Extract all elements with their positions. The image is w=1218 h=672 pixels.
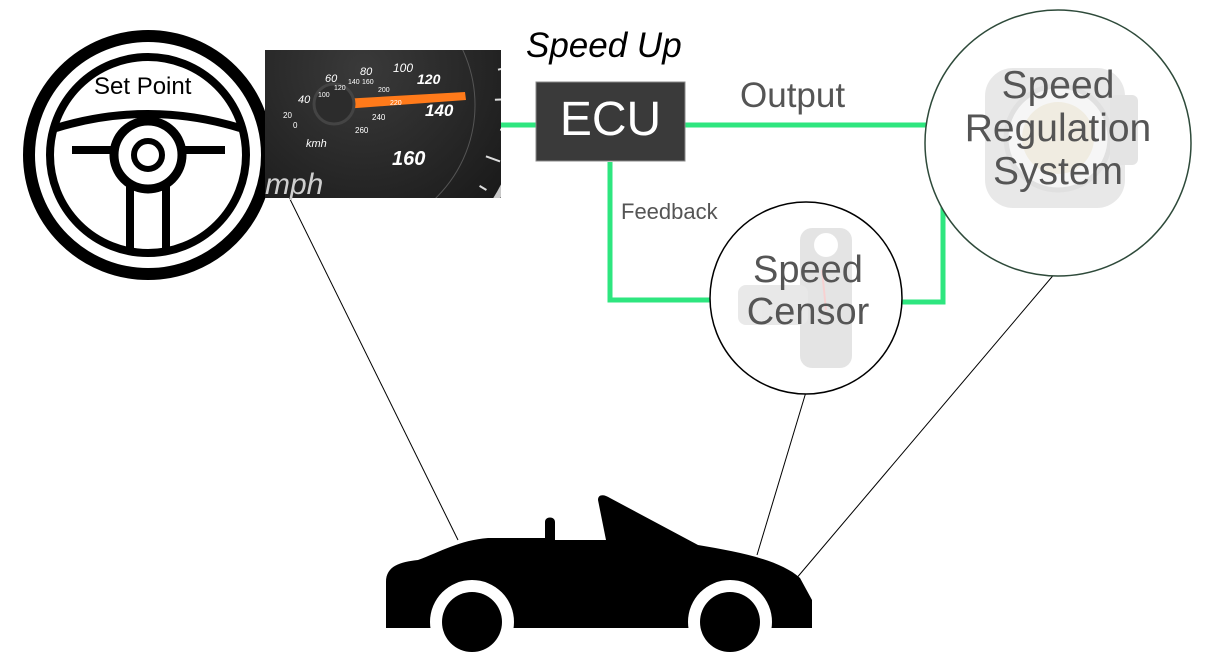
output-label: Output	[740, 76, 846, 115]
gauge-tick-mark	[439, 230, 444, 236]
gauge-tick-mark	[474, 10, 481, 15]
gauge-tick-60: 60	[325, 73, 338, 85]
gauge-inner-tick-160: 160	[362, 79, 374, 86]
speed-sensor-icon	[738, 228, 852, 368]
gauge-inner-tick-20: 20	[283, 111, 292, 120]
gauge-tick-mark	[494, 98, 501, 101]
gauge-inner-tick-0: 0	[293, 121, 298, 130]
gauge-tick-160: 160	[392, 148, 425, 170]
gauge-inner-tick-140: 140	[348, 79, 360, 86]
ecu-label: ECU	[559, 93, 662, 146]
gauge-inner-tick-100: 100	[318, 92, 330, 99]
link-line-regulation-car	[794, 264, 1063, 581]
link-line-sensor-car	[756, 391, 807, 556]
gauge-tick-mark	[497, 67, 501, 71]
gauge-tick-mark	[456, 205, 467, 215]
speed-regulation-system-label: Speed Regulation System	[964, 64, 1152, 193]
gauge-inner-tick-240: 240	[372, 113, 386, 122]
gauge-tick-80: 80	[360, 66, 373, 78]
connector-feedback-loop	[607, 162, 712, 303]
gauge-tick-mark	[482, 38, 496, 44]
speedometer-icon: 40 60 80 100 120 140 160 0 20 100 120 14…	[210, 10, 501, 253]
connector-sensor-regulation	[902, 200, 946, 305]
convertible-car-icon	[386, 495, 812, 664]
speed-up-label: Speed Up	[526, 26, 682, 65]
gauge-unit-mph: mph	[265, 168, 323, 201]
link-line-speedometer-car	[282, 184, 459, 541]
gauge-tick-mark	[479, 185, 487, 191]
gauge-tick-140: 140	[425, 101, 454, 120]
gauge-tick-120: 120	[417, 71, 441, 87]
steering-wheel-icon	[23, 30, 273, 280]
gauge-tick-100: 100	[393, 61, 413, 75]
gauge-unit-kmh: kmh	[306, 138, 327, 150]
speed-censor-node	[709, 201, 903, 395]
set-point-label: Set Point	[94, 73, 192, 100]
gauge-tick-mark	[499, 128, 501, 131]
gauge-tick-mark	[485, 155, 501, 163]
gauge-inner-tick-120: 120	[334, 85, 346, 92]
speed-censor-label: Speed Censor	[746, 249, 870, 333]
gauge-tick-40: 40	[298, 94, 311, 106]
throttle-body-icon	[985, 68, 1138, 208]
gauge-inner-tick-200: 200	[378, 87, 390, 94]
gauge-inner-tick-220: 220	[390, 100, 402, 107]
gauge-inner-tick-260: 260	[355, 126, 369, 135]
gauge-tick-mark	[411, 240, 418, 253]
feedback-label: Feedback	[621, 199, 718, 224]
speed-regulation-node	[924, 9, 1192, 277]
gauge-tick-mark	[210, 10, 217, 15]
ecu-box	[535, 81, 686, 162]
